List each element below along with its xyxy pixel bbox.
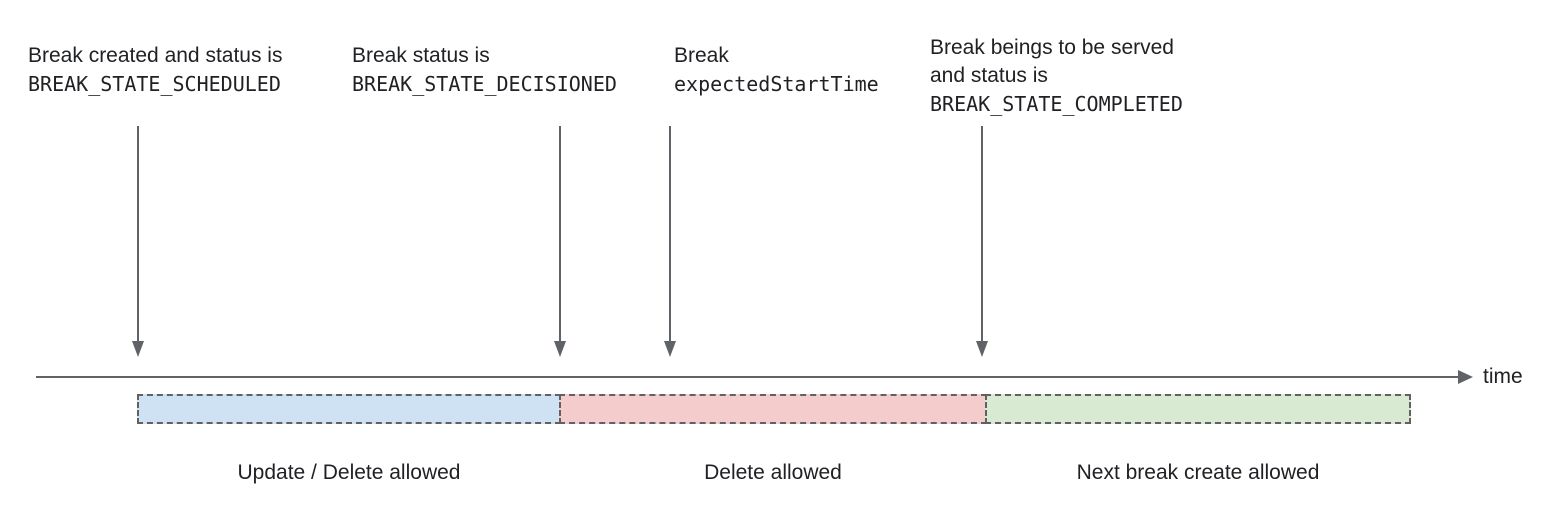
segment-label-next-break-create-allowed: Next break create allowed <box>1076 461 1320 484</box>
arrow-head-icon <box>132 341 144 357</box>
arrow-shaft <box>559 126 561 342</box>
down-arrow-icon-expected-start-time <box>663 126 677 357</box>
annotation-break-completed-text-2: and status is <box>930 64 1048 87</box>
time-axis-arrowhead-icon <box>1458 370 1473 384</box>
arrow-shaft <box>669 126 671 342</box>
segment-update-delete-allowed <box>137 394 561 424</box>
annotation-expected-start-time-text: Break <box>674 44 729 67</box>
annotation-break-completed-code: BREAK_STATE_COMPLETED <box>930 92 1183 116</box>
down-arrow-icon-break-completed <box>975 126 989 357</box>
arrow-head-icon <box>554 341 566 357</box>
arrow-head-icon <box>976 341 988 357</box>
annotation-expected-start-time-code: expectedStartTime <box>674 72 879 96</box>
annotation-expected-start-time: Break expectedStartTime <box>674 42 879 98</box>
time-axis-line <box>36 376 1460 378</box>
down-arrow-icon-break-decisioned <box>553 126 567 357</box>
arrow-shaft <box>137 126 139 342</box>
segment-label-update-delete-allowed: Update / Delete allowed <box>237 461 461 484</box>
annotation-break-created-text: Break created and status is <box>28 44 283 67</box>
annotation-break-completed: Break beings to be served and status is … <box>930 34 1183 118</box>
segment-next-break-create-allowed <box>985 394 1411 424</box>
annotation-break-completed-text-1: Break beings to be served <box>930 36 1174 59</box>
annotation-break-created: Break created and status is BREAK_STATE_… <box>28 42 282 98</box>
segment-label-delete-allowed: Delete allowed <box>704 461 842 484</box>
annotation-break-decisioned: Break status is BREAK_STATE_DECISIONED <box>352 42 617 98</box>
annotation-break-decisioned-code: BREAK_STATE_DECISIONED <box>352 72 617 96</box>
time-axis-label: time <box>1483 365 1523 388</box>
arrow-head-icon <box>664 341 676 357</box>
annotation-break-decisioned-text: Break status is <box>352 44 490 67</box>
annotation-break-created-code: BREAK_STATE_SCHEDULED <box>28 72 281 96</box>
segment-delete-allowed <box>559 394 987 424</box>
arrow-shaft <box>981 126 983 342</box>
down-arrow-icon-break-created <box>131 126 145 357</box>
